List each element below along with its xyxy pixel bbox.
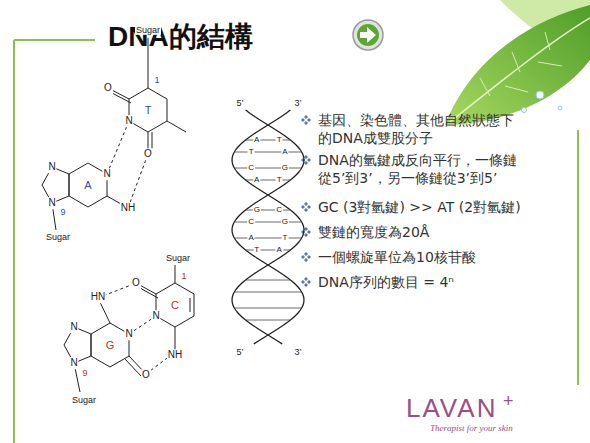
helix-label: T xyxy=(253,245,260,254)
atom-label: N xyxy=(69,321,78,333)
atom-label: 9 xyxy=(81,368,88,378)
atom-label: O xyxy=(131,277,141,289)
base-rung xyxy=(246,250,291,251)
helix-label: T xyxy=(276,175,283,184)
logo-text: + xyxy=(503,391,514,412)
bullet-markers xyxy=(301,115,311,287)
atom-label: N xyxy=(102,168,111,180)
helix-label: G xyxy=(253,205,261,214)
helix-label: C xyxy=(275,205,283,214)
slide-title: DNA的結構 xyxy=(108,21,253,53)
helix-label: A xyxy=(276,245,283,254)
atom-label: O xyxy=(143,148,153,160)
atom-label: O xyxy=(103,82,113,94)
atom-label: O xyxy=(141,369,151,381)
logo-text: LAVAN xyxy=(406,394,497,424)
bullet-text: DNA序列的數目 = 4ⁿ xyxy=(318,273,454,291)
arrow-button xyxy=(353,20,383,50)
helix-label: 3’ xyxy=(293,347,302,357)
helix-label: A xyxy=(253,175,260,184)
atom-label: N xyxy=(151,310,160,322)
base-rung xyxy=(234,238,301,239)
base-rung xyxy=(234,292,301,293)
base-rung xyxy=(246,280,291,281)
atom-label: NH xyxy=(120,202,136,214)
gc-base-pair xyxy=(64,265,194,392)
at-base-pair xyxy=(42,38,186,230)
double-helix xyxy=(232,110,304,344)
atom-label: 9 xyxy=(59,207,66,217)
base-rung xyxy=(246,320,291,321)
atom-label: 1 xyxy=(180,271,187,281)
atom-label: Sugar xyxy=(135,25,161,35)
atom-label: Sugar xyxy=(71,395,97,405)
atom-label: N xyxy=(124,328,133,340)
bullet-text: 雙鏈的寬度為20Å xyxy=(318,223,429,241)
helix-label: A xyxy=(253,135,260,144)
atom-label: Sugar xyxy=(45,232,71,242)
helix-label: T xyxy=(276,135,283,144)
atom-label: N xyxy=(69,357,78,369)
helix-label: G xyxy=(281,217,289,226)
base-rung xyxy=(234,168,301,169)
helix-strand xyxy=(232,110,304,344)
atom-label: HN xyxy=(90,291,106,303)
helix-label: 5’ xyxy=(235,347,244,357)
atom-label: C xyxy=(170,299,180,312)
base-rung xyxy=(234,308,301,309)
atom-label: NH xyxy=(167,349,183,361)
bullet-text: GC (3對氫鍵) >> AT (2對氫鍵) xyxy=(318,198,521,216)
leaf-graphic xyxy=(445,0,590,125)
helix-label: C xyxy=(247,163,255,172)
atom-label: 5’ xyxy=(235,98,244,108)
logo-text: Therapist for your skin xyxy=(430,423,513,433)
bullet-text: 一個螺旋單位為10核苷酸 xyxy=(318,248,476,266)
atom-label: G xyxy=(105,339,116,352)
atom-label: A xyxy=(83,179,92,192)
atom-label: N xyxy=(124,115,133,127)
atom-label: T xyxy=(144,104,153,117)
bullet-text: 基因、染色體、其他自然狀態下的DNA成雙股分子 xyxy=(318,111,523,147)
base-rung xyxy=(234,222,301,223)
helix-label: T xyxy=(248,147,255,156)
bullet-text: DNA的氫鍵成反向平行，一條鏈從5’到3’，另一條鏈從3’到5’ xyxy=(318,151,523,187)
helix-label: A xyxy=(281,147,288,156)
helix-strand xyxy=(232,110,304,344)
helix-label: G xyxy=(281,163,289,172)
atom-label: 1 xyxy=(153,75,160,85)
atom-label: Sugar xyxy=(165,253,191,263)
helix-label: T xyxy=(281,233,288,242)
helix-label: C xyxy=(247,217,255,226)
atom-label: N xyxy=(47,161,56,173)
atom-label: N xyxy=(47,197,56,209)
helix-label: 3’ xyxy=(293,98,302,108)
base-rung xyxy=(234,152,301,153)
helix-label: A xyxy=(247,233,254,242)
